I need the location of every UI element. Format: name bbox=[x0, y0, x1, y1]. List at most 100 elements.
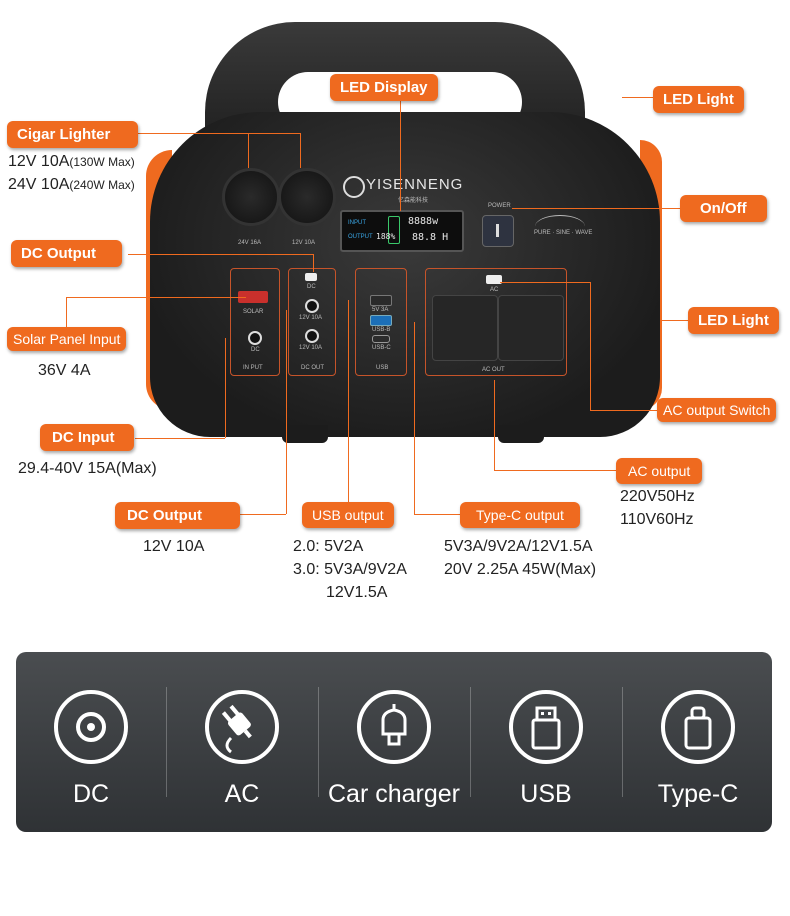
ac-out-panel-label: AC OUT bbox=[482, 367, 505, 373]
dc-port-icon bbox=[54, 690, 128, 764]
ac-output-tag: AC output bbox=[616, 458, 703, 484]
icon-separator bbox=[470, 687, 471, 797]
input-panel-label: IN PUT bbox=[243, 365, 263, 371]
sine-wave-icon bbox=[535, 215, 585, 238]
dc-output-top-tag: DC Output bbox=[11, 240, 122, 267]
led-light-mid-line bbox=[660, 320, 690, 321]
lcd-hours: 88.8 H bbox=[412, 232, 449, 243]
dc-input-label: DC bbox=[251, 347, 260, 353]
battery-icon bbox=[388, 216, 400, 244]
dc-out-panel: DC 12V 10A 12V 10A DC OUT bbox=[288, 268, 336, 376]
cigar-socket-24v bbox=[222, 168, 280, 226]
cigar-lighter-tag: Cigar Lighter bbox=[7, 121, 139, 148]
dc-input-line bbox=[225, 338, 226, 438]
dc-output-port-1 bbox=[305, 299, 319, 313]
socket2-label: 12V 10A bbox=[292, 240, 316, 246]
cigar-spec-2: 24V 10A(240W Max) bbox=[8, 176, 135, 193]
typec-spec-2: 20V 2.25A 45W(Max) bbox=[444, 561, 597, 578]
usb-panel-label: USB bbox=[376, 365, 389, 371]
ac-outlet-2 bbox=[498, 295, 564, 361]
dc-output-port-2 bbox=[305, 329, 319, 343]
typec-spec-1: 5V3A/9V2A/12V1.5A bbox=[444, 538, 593, 555]
usb-icon-label: USB bbox=[520, 780, 572, 808]
solar-line bbox=[66, 297, 246, 298]
power-button[interactable] bbox=[482, 215, 514, 247]
ac-icon-label: AC bbox=[224, 780, 260, 808]
usb-c-label: USB-C bbox=[372, 345, 391, 351]
ac-switch-tag: AC output Switch bbox=[657, 398, 777, 422]
cigar-socket-12v bbox=[278, 168, 336, 226]
dc-input-line bbox=[135, 438, 225, 439]
usb-output-tag: USB output bbox=[302, 502, 394, 528]
cigar-line bbox=[248, 133, 249, 168]
dc-output-bottom-tag: DC Output bbox=[115, 502, 240, 529]
ac-output-line bbox=[494, 380, 495, 470]
usb-output-line bbox=[348, 300, 349, 505]
brand-logo-icon bbox=[343, 176, 365, 198]
lcd-output-label: OUTPUT bbox=[348, 234, 373, 240]
ac-plug-icon bbox=[205, 690, 279, 764]
icon-separator bbox=[622, 687, 623, 797]
led-display-line bbox=[400, 96, 401, 211]
car-charger-icon-item: Car charger bbox=[319, 652, 469, 832]
dc-out-panel-label: DC OUT bbox=[301, 365, 324, 371]
dc-port1-label: 12V 10A bbox=[299, 315, 323, 321]
dc-switch-label: DC bbox=[307, 284, 316, 290]
led-light-mid-tag: LED Light bbox=[688, 307, 779, 334]
icon-separator bbox=[318, 687, 319, 797]
lcd-battery-percent: 188% bbox=[376, 232, 396, 241]
device-foot bbox=[282, 425, 328, 443]
dc-output-bottom-line bbox=[240, 514, 286, 515]
ac-output-line bbox=[494, 470, 616, 471]
ac-icon-item: AC bbox=[167, 652, 317, 832]
input-panel: SOLAR DC IN PUT bbox=[230, 268, 280, 376]
socket1-label: 24V 16A bbox=[238, 240, 262, 246]
dc-output-switch[interactable] bbox=[305, 273, 317, 281]
ac-spec-1: 220V50Hz bbox=[620, 488, 695, 505]
usb-5v-label: 5V 3A bbox=[372, 307, 389, 313]
power-label: POWER bbox=[488, 203, 511, 209]
ac-switch-line bbox=[590, 282, 591, 410]
usb-icon bbox=[509, 690, 583, 764]
usb-icon-item: USB bbox=[471, 652, 621, 832]
dc-icon-item: DC bbox=[16, 652, 166, 832]
brand-name: YISENNENG bbox=[366, 176, 464, 193]
dc-input-spec: 29.4-40V 15A(Max) bbox=[18, 460, 157, 477]
usb-c-port bbox=[372, 335, 390, 343]
car-charger-icon bbox=[357, 690, 431, 764]
onoff-tag: On/Off bbox=[680, 195, 767, 222]
onoff-line bbox=[512, 208, 680, 209]
ac-output-switch[interactable] bbox=[486, 275, 502, 284]
usb-spec-3: 12V1.5A bbox=[326, 584, 388, 601]
usb-spec-2: 3.0: 5V3A/9V2A bbox=[293, 561, 407, 578]
ac-switch-label: AC bbox=[490, 287, 499, 293]
device-foot bbox=[498, 425, 544, 443]
solar-panel-input-tag: Solar Panel Input bbox=[7, 327, 127, 351]
usb-b-port bbox=[370, 315, 392, 326]
car-charger-icon-label: Car charger bbox=[328, 780, 460, 808]
dc-port2-label: 12V 10A bbox=[299, 345, 323, 351]
typec-output-tag: Type-C output bbox=[460, 502, 580, 528]
type-c-icon bbox=[661, 690, 735, 764]
ac-spec-2: 110V60Hz bbox=[620, 511, 694, 528]
cigar-line bbox=[300, 133, 301, 168]
type-c-icon-item: Type-C bbox=[623, 652, 773, 832]
led-light-top-line bbox=[622, 97, 657, 98]
dc-output-top-line bbox=[128, 254, 313, 255]
ac-switch-line bbox=[500, 282, 590, 283]
dc-input-port bbox=[248, 331, 262, 345]
usb-b-label: USB-B bbox=[372, 327, 391, 333]
usb-spec-1: 2.0: 5V2A bbox=[293, 538, 364, 555]
usb-a-port bbox=[370, 295, 392, 306]
cigar-line bbox=[105, 133, 300, 134]
typec-output-line bbox=[414, 322, 415, 514]
dc-icon-label: DC bbox=[72, 780, 110, 808]
type-c-icon-label: Type-C bbox=[657, 780, 739, 808]
ac-out-panel: AC AC OUT bbox=[425, 268, 567, 376]
led-display-screen: INPUT OUTPUT 188% 8888w 88.8 H bbox=[340, 210, 464, 252]
dc-output-spec: 12V 10A bbox=[143, 538, 205, 555]
cigar-spec-1: 12V 10A(130W Max) bbox=[8, 153, 135, 170]
lcd-input-label: INPUT bbox=[348, 220, 366, 226]
power-icon bbox=[496, 224, 499, 237]
solar-label: SOLAR bbox=[243, 309, 264, 315]
